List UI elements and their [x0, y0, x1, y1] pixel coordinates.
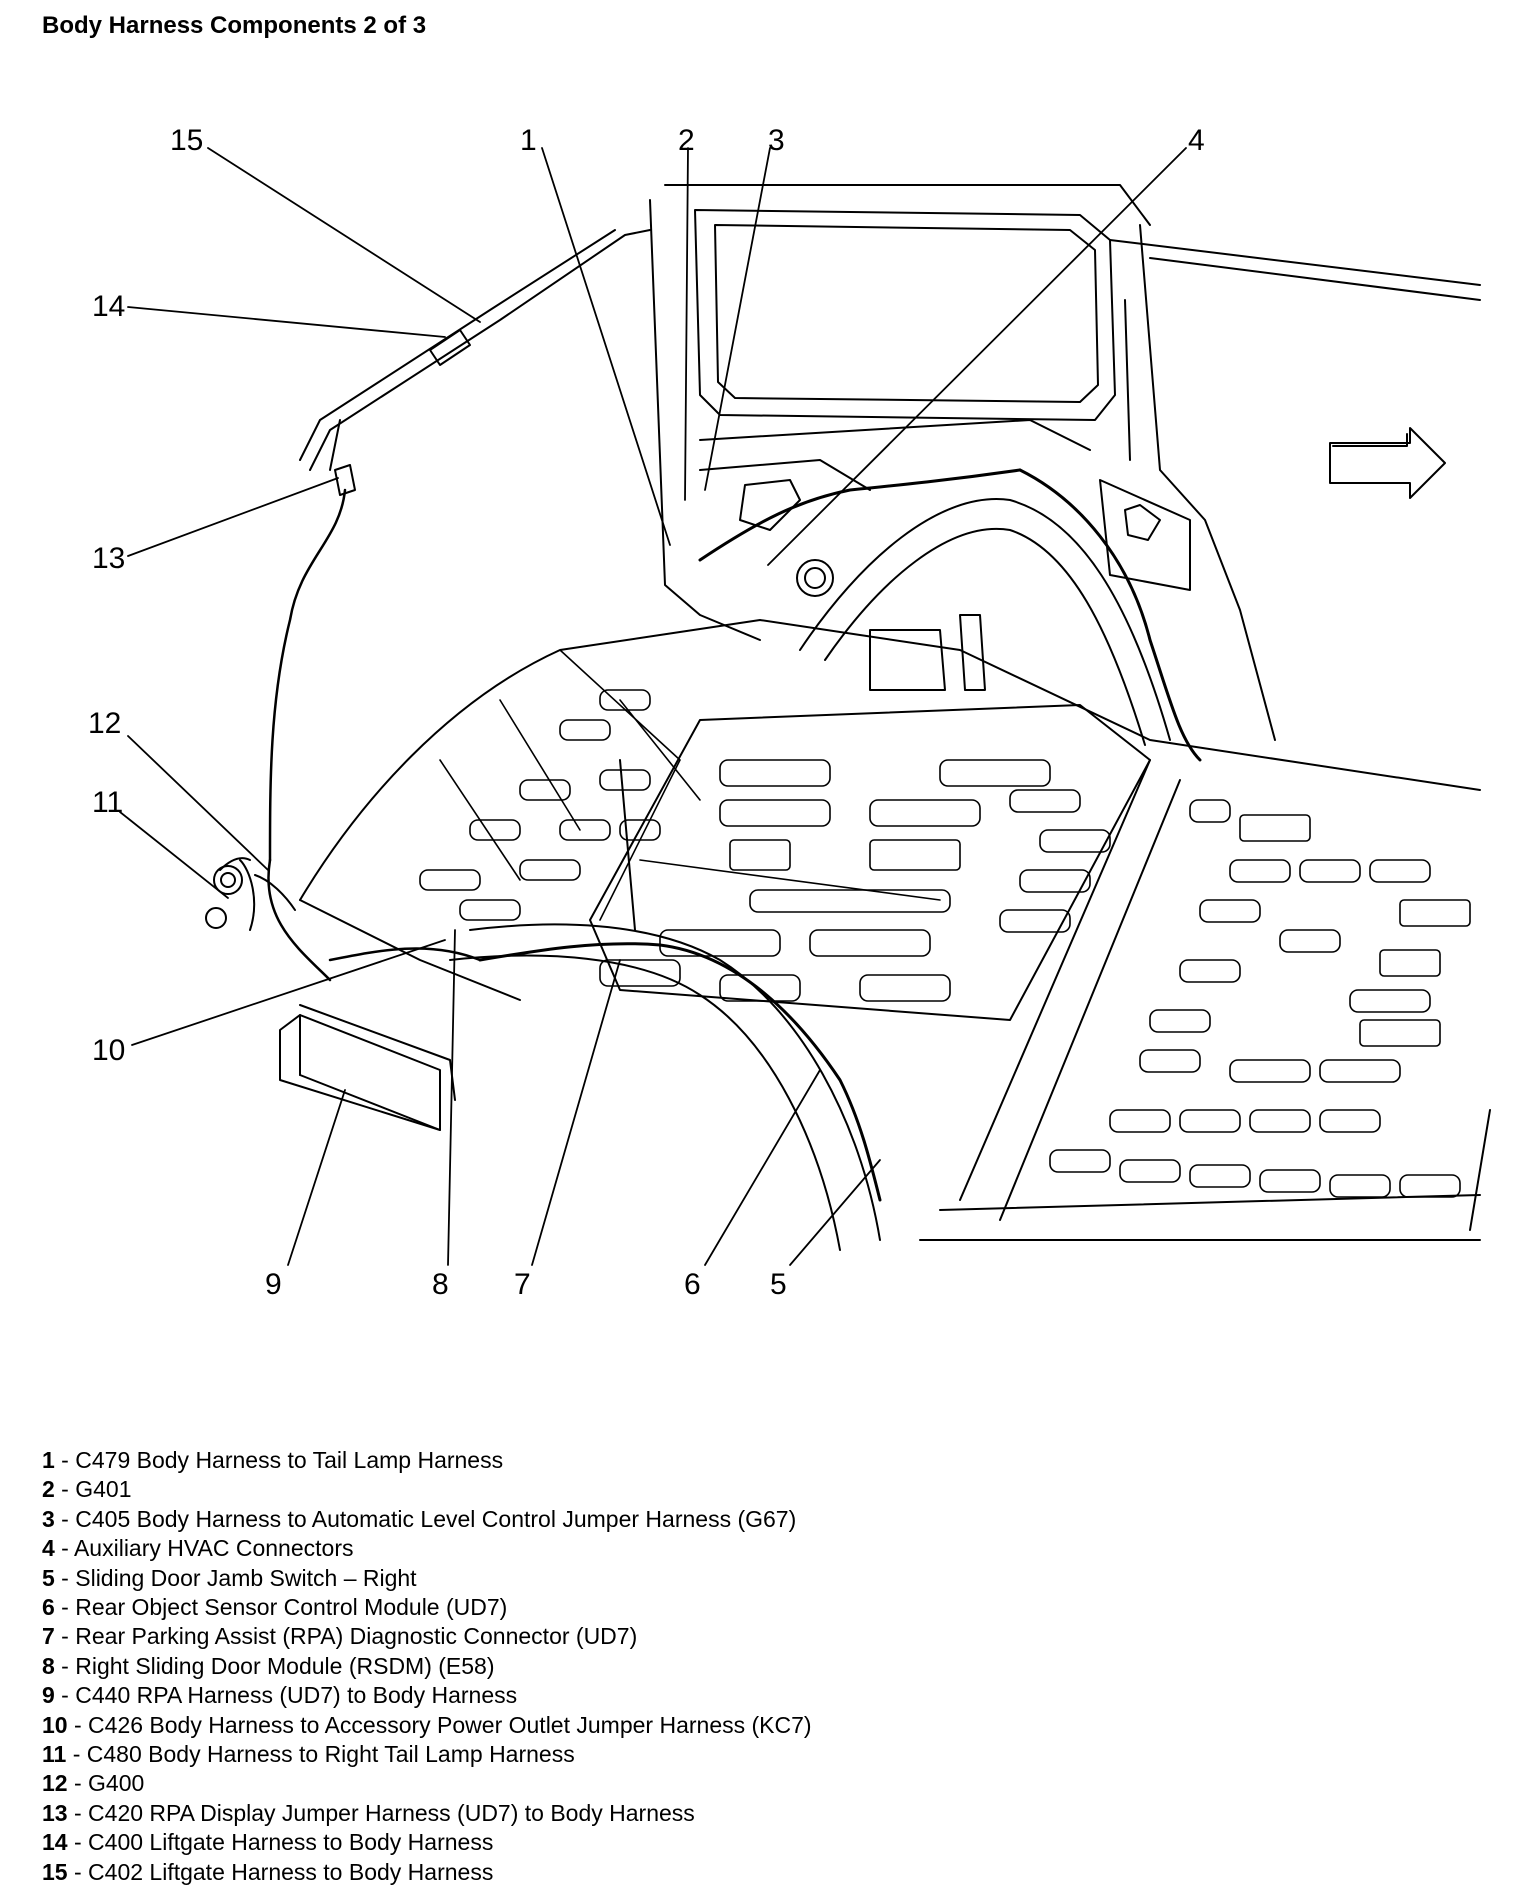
callout-10: 10: [92, 1034, 125, 1067]
callout-6: 6: [684, 1268, 701, 1301]
callout-8: 8: [432, 1268, 449, 1301]
legend-item: 2 - G401: [42, 1476, 132, 1503]
forward-arrow-icon: [1329, 427, 1446, 499]
floor-ribs: [419, 689, 1471, 1198]
legend-item: 6 - Rear Object Sensor Control Module (U…: [42, 1594, 508, 1621]
legend-item: 1 - C479 Body Harness to Tail Lamp Harne…: [42, 1447, 504, 1473]
liftgate-harness: [267, 229, 651, 982]
leader-lines: [119, 147, 1187, 1266]
floor-rails: [439, 649, 941, 921]
legend-item: 9 - C440 RPA Harness (UD7) to Body Harne…: [42, 1682, 518, 1709]
callout-4: 4: [1188, 124, 1205, 157]
legend-item: 13 - C420 RPA Display Jumper Harness (UD…: [42, 1799, 695, 1826]
legend-item: 11 - C480 Body Harness to Right Tail Lam…: [42, 1741, 575, 1768]
legend-item: 10 - C426 Body Harness to Accessory Powe…: [42, 1711, 812, 1738]
callout-12: 12: [88, 707, 121, 740]
callout-2: 2: [678, 124, 695, 157]
wheelhouse-harness: [328, 468, 1202, 1202]
legend-item: 5 - Sliding Door Jamb Switch – Right: [42, 1564, 417, 1591]
rear-sensor-module: [279, 1004, 456, 1131]
legend-item: 3 - C405 Body Harness to Automatic Level…: [42, 1505, 797, 1532]
legend-item: 15 - C402 Liftgate Harness to Body Harne…: [42, 1858, 494, 1885]
callout-14: 14: [92, 290, 125, 323]
legend-item: 7 - Rear Parking Assist (RPA) Diagnostic…: [42, 1623, 638, 1650]
page-title: Body Harness Components 2 of 3: [42, 12, 427, 39]
legend-item: 14 - C400 Liftgate Harness to Body Harne…: [42, 1829, 494, 1856]
callout-11: 11: [92, 786, 123, 819]
callout-7: 7: [514, 1268, 531, 1301]
cargo-floor: [299, 619, 1491, 1251]
rear-wheelhouse: [799, 498, 1171, 746]
tail-lamp-area: [205, 857, 296, 931]
legend-item: 8 - Right Sliding Door Module (RSDM) (E5…: [42, 1652, 495, 1679]
component-legend: 1 - C479 Body Harness to Tail Lamp Harne…: [42, 1446, 812, 1887]
callout-labels: 1 2 3 4 5 6 7 8 9 10 11 12 13 14 15: [88, 124, 1205, 1301]
callout-3: 3: [768, 124, 785, 157]
legend-item: 12 - G400: [42, 1770, 145, 1797]
callout-9: 9: [265, 1268, 282, 1301]
callout-1: 1: [520, 124, 537, 157]
body-structure: [649, 184, 1481, 741]
callout-15: 15: [170, 124, 203, 157]
legend-item: 4 - Auxiliary HVAC Connectors: [42, 1535, 354, 1562]
callout-13: 13: [92, 542, 125, 575]
callout-5: 5: [770, 1268, 787, 1301]
harness-diagram: 1 2 3 4 5 6 7 8 9 10 11 12 13 14 15: [88, 124, 1491, 1301]
